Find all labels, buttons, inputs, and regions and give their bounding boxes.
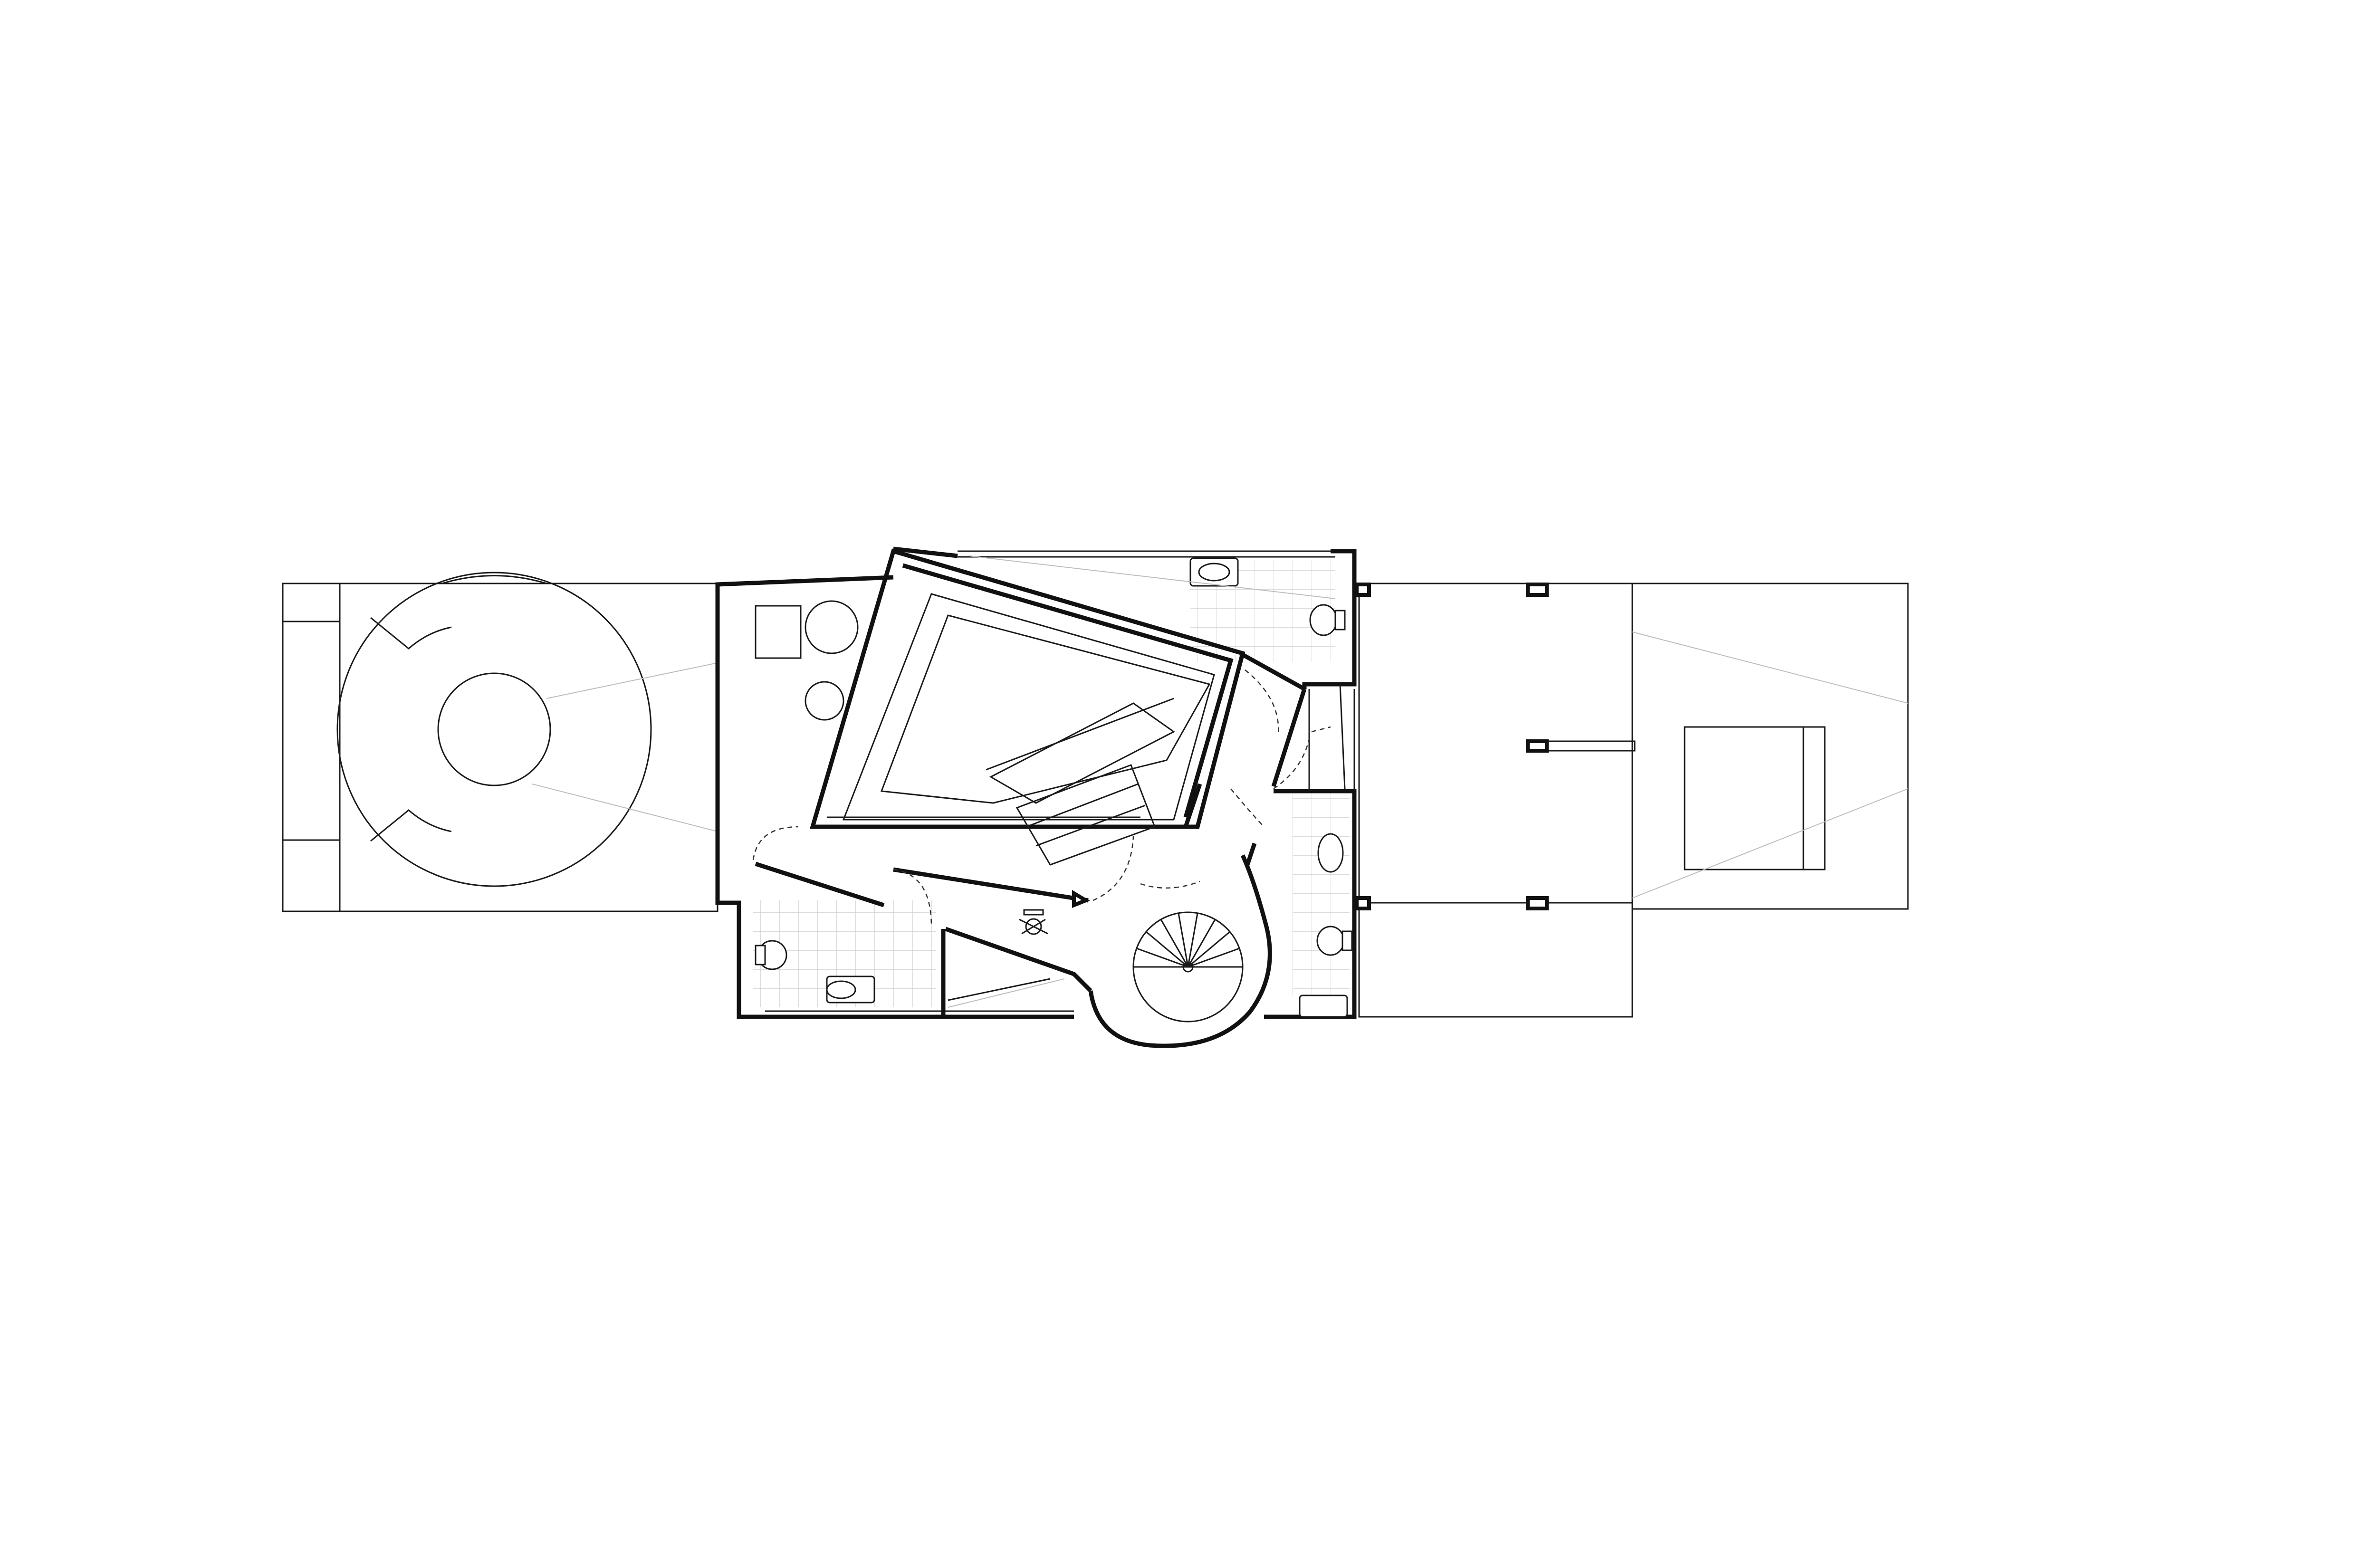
post (1526, 896, 1549, 910)
post (1355, 896, 1371, 910)
left-block-outer-wall (715, 575, 894, 1019)
pool-step-tread (1026, 783, 1139, 828)
toilet-tank (755, 945, 766, 966)
building-walls (715, 546, 1357, 1019)
corridor-wall-mid (893, 867, 1089, 903)
pool-outline (880, 614, 1211, 804)
pool-step-edge (986, 698, 1174, 771)
toilet-tank (1341, 930, 1353, 951)
left-bay-wing-bottom (370, 809, 452, 842)
left-post-top (282, 583, 341, 622)
right-wall-upper (1302, 549, 1357, 689)
pool-bench (989, 702, 1175, 804)
stair-tower-outer-wall (1088, 854, 1272, 1048)
central-volume-outer-wall (809, 548, 1245, 829)
bathtub-basin (1317, 833, 1344, 873)
basin (826, 980, 856, 999)
right-deck-outline (1358, 583, 1633, 1018)
basin (1198, 563, 1230, 582)
corridor-wall-left (755, 861, 885, 908)
sight-line (969, 555, 1336, 599)
interior-walls (755, 651, 1310, 1017)
central-volume-inner-wall (902, 563, 1234, 818)
corridor-wall-arrow (1072, 889, 1090, 908)
post (1526, 739, 1549, 753)
pool-steps (1016, 764, 1156, 866)
door-swing (752, 826, 799, 860)
sink-right (1299, 994, 1348, 1018)
spiral-stair (1088, 854, 1272, 1048)
door-swing (1140, 880, 1200, 889)
pool-step-tread (1035, 804, 1146, 847)
sight-line (948, 978, 1065, 1008)
fixtures (755, 557, 1353, 1018)
round-table (805, 600, 859, 654)
circular-bay-outer (336, 572, 652, 887)
door-swing (1245, 669, 1279, 735)
left-terrace-outline (282, 583, 719, 912)
shower-drain-line (1311, 726, 1331, 733)
left-terrace (282, 572, 719, 912)
left-bay-wing-top (370, 617, 452, 650)
sight-line (532, 784, 718, 832)
daybed (1684, 726, 1826, 870)
right-glazing (1339, 684, 1346, 789)
post (1526, 583, 1549, 597)
door-swing (1230, 788, 1265, 827)
bay-top-bump (441, 575, 547, 584)
rotated-central-volume (809, 548, 1245, 866)
corridor-wall-lower (945, 927, 1092, 993)
stair-wall-stub (1245, 842, 1257, 866)
post (1355, 583, 1371, 597)
round-stool (805, 681, 844, 721)
spiral-stair-treads (1133, 913, 1243, 968)
storage-cabinet (755, 605, 802, 659)
column-wall (1183, 783, 1202, 828)
far-right-terrace-outline (1631, 583, 1909, 910)
sight-line (546, 662, 718, 699)
toilet-tank (1334, 610, 1346, 631)
chair-icon (1019, 909, 1048, 935)
door-swing (1273, 738, 1310, 790)
right-diagonal-wall-lower (1271, 688, 1307, 787)
top-wall-stub (893, 546, 958, 558)
toilet-top-right (1309, 604, 1338, 636)
left-post-bottom (282, 839, 341, 912)
closet-sight (948, 978, 1051, 1001)
door-swings (752, 669, 1331, 927)
right-diagonal-wall (1239, 651, 1306, 691)
sight-line (1632, 788, 1908, 899)
door-swing (1092, 836, 1134, 901)
bathroom-tiles-right (1293, 791, 1350, 995)
sight-line (1632, 631, 1908, 704)
circular-bay-inner (437, 672, 551, 786)
right-terrace (1355, 583, 1909, 1018)
door-swing (893, 869, 932, 927)
central-platform-outline (842, 593, 1215, 821)
toilet-right (1316, 926, 1345, 956)
